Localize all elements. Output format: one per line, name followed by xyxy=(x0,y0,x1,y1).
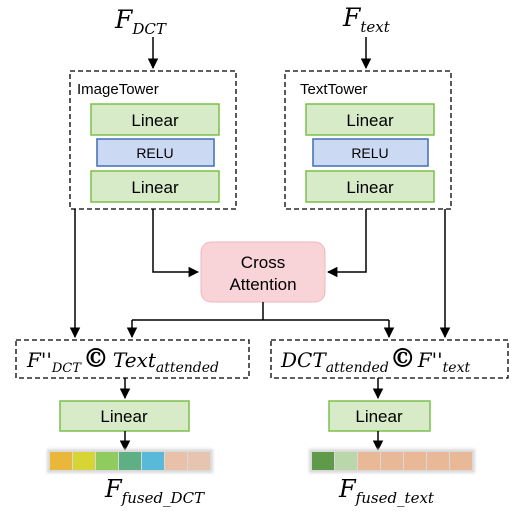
fuse-left-linear-label: Linear xyxy=(100,407,148,426)
fused-dct-vector-cell xyxy=(119,452,141,470)
text-tower-linear-1-label: Linear xyxy=(346,111,394,130)
text-tower-linear-2 xyxy=(305,170,435,203)
concat-right-box xyxy=(270,339,509,379)
fused-dct-vector-cell xyxy=(142,452,164,470)
image-tower-relu xyxy=(96,138,215,167)
output-label-text: Ffused_text xyxy=(338,475,435,507)
fused-text-vector-cell xyxy=(450,452,472,470)
fused-dct-vector-cell xyxy=(96,452,118,470)
fused-text-vector-cell xyxy=(404,452,426,470)
cross-attention-line-1: Cross xyxy=(241,253,285,272)
fused-text-vector-cell xyxy=(312,452,334,470)
cross-attention-line-2: Attention xyxy=(229,275,296,294)
arrow-text-tower-to-attention xyxy=(326,209,367,278)
text-tower-linear-1 xyxy=(305,103,435,136)
concat-left-box xyxy=(15,339,250,379)
image-tower-relu-label: RELU xyxy=(136,145,173,161)
image-tower-linear-1 xyxy=(90,103,220,136)
text-tower-relu-label: RELU xyxy=(351,145,388,161)
text-tower-border xyxy=(284,70,452,210)
fused-dct-vector-cell xyxy=(165,452,187,470)
input-label-text: Ftext xyxy=(342,3,391,36)
image-tower-linear-2-label: Linear xyxy=(131,178,179,197)
image-tower-linear-1-label: Linear xyxy=(131,111,179,130)
image-tower-title: ImageTower xyxy=(77,81,159,98)
image-tower-linear-2 xyxy=(90,170,220,203)
fused-text-vector-cell xyxy=(427,452,449,470)
fuse-right-linear-label: Linear xyxy=(355,407,403,426)
image-tower: ImageTower Linear RELU Linear xyxy=(69,70,237,210)
arrow-image-tower-to-attention xyxy=(152,209,200,278)
fused-text-vector-cell xyxy=(335,452,357,470)
fused-dct-vector xyxy=(47,449,213,473)
fused-dct-vector-cell xyxy=(188,452,210,470)
fuse-right-linear xyxy=(328,400,431,432)
input-label-dct: FDCT xyxy=(114,5,167,38)
text-tower-linear-2-label: Linear xyxy=(346,178,394,197)
text-tower-title: TextTower xyxy=(300,81,368,98)
text-tower: TextTower Linear RELU Linear xyxy=(284,70,452,210)
text-tower-relu xyxy=(312,138,429,167)
fused-text-vector-cell xyxy=(358,452,380,470)
output-label-dct: Ffused_DCT xyxy=(104,475,205,507)
fused-text-vector-cell xyxy=(381,452,403,470)
fused-dct-vector-cell xyxy=(50,452,72,470)
fused-dct-vector-cell xyxy=(73,452,95,470)
concat-left-expression: F''DCT©Textattended xyxy=(26,344,219,376)
concat-right-expression: DCTattended©F''text xyxy=(280,344,470,376)
fuse-left-linear xyxy=(59,400,190,432)
fused-text-vector xyxy=(309,449,475,473)
